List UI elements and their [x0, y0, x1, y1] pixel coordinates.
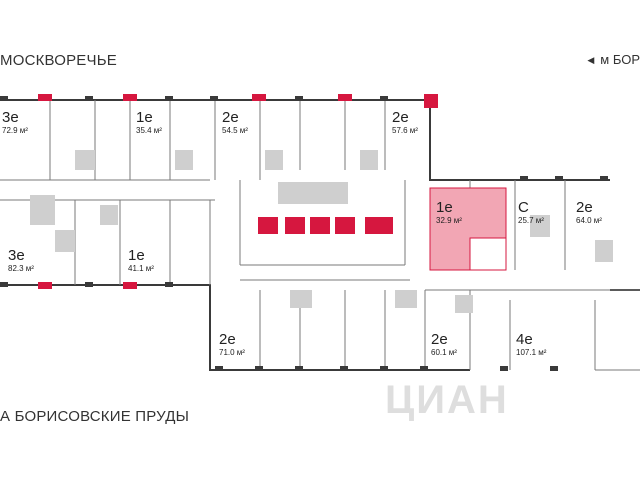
- metro-label: м БОР: [600, 52, 640, 67]
- watermark: ЦИАН: [385, 378, 509, 422]
- arrow-left-icon: ◀: [587, 55, 595, 65]
- street-name-top: МОСКВОРЕЧЬЕ: [0, 52, 117, 69]
- metro-direction: ◀ м БОР: [587, 52, 640, 67]
- street-name-bottom: А БОРИСОВСКИЕ ПРУДЫ: [0, 408, 190, 425]
